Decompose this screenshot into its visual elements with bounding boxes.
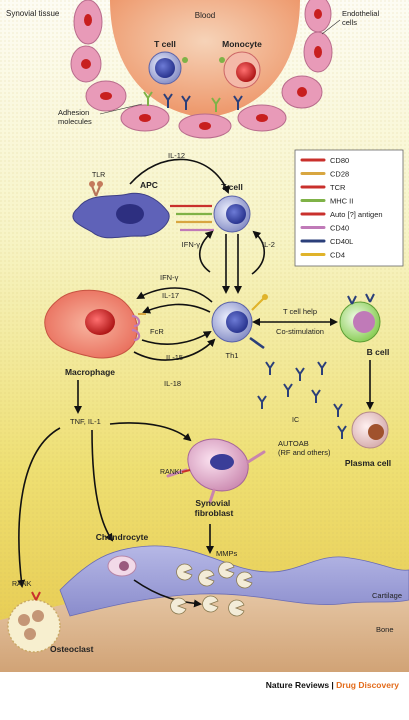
il15-arrow — [141, 330, 212, 345]
blood-t-cell-label: T cell — [154, 39, 176, 49]
t-cell-top — [213, 195, 251, 233]
macrophage-cell — [44, 289, 146, 359]
legend-item-cd80: CD80 — [300, 156, 349, 165]
legend-item-cd28: CD28 — [300, 170, 349, 179]
il18-label: IL-18 — [164, 379, 181, 388]
legend-item-tcr: TCR — [300, 183, 346, 192]
legend-label: CD40L — [330, 237, 353, 246]
legend-item-cd40l: CD40L — [300, 237, 353, 246]
synovial-tissue-label: Synovial tissue — [6, 9, 60, 18]
rank-label: RANK — [12, 581, 32, 588]
synovial-fibroblast-cell — [166, 438, 266, 504]
il15-label: IL-15 — [166, 353, 183, 362]
il2-loop-arrow — [251, 230, 266, 275]
diagram-canvas: Synovial tissue Blood Endothelial cells … — [0, 0, 409, 672]
cartilage-label: Cartilage — [372, 591, 402, 600]
tnf-to-fibroblast-arrow — [109, 422, 192, 442]
adhesion-label: Adhesion molecules — [58, 108, 92, 126]
co-stimulation-label: Co-stimulation — [276, 327, 324, 336]
fcr-label: FcR — [150, 327, 164, 336]
autoab-label: AUTOAB (RF and others) — [278, 439, 331, 457]
monocyte-cell — [219, 51, 261, 89]
legend-item-mhc-ii: MHC II — [300, 197, 353, 206]
footer-separator: | — [329, 680, 337, 690]
chondrocyte-cell — [107, 555, 137, 577]
il17-arrow — [142, 303, 211, 314]
legend-label: Auto [?] antigen — [330, 210, 383, 219]
blood-label: Blood — [195, 11, 215, 20]
plasma-cell — [351, 411, 389, 449]
th1-cell — [211, 294, 268, 350]
il2-label: IL-2 — [262, 240, 275, 249]
b-cell — [339, 293, 381, 343]
legend-label: CD80 — [330, 156, 349, 165]
plasma-cell-label: Plasma cell — [345, 458, 391, 468]
fibroblast-line-2: fibroblast — [195, 508, 234, 518]
il17-label: IL-17 — [162, 291, 179, 300]
adhesion-line-2: molecules — [58, 117, 92, 126]
legend-box — [294, 149, 404, 267]
chondrocyte-label: Chondrocyte — [96, 532, 149, 542]
bone-label: Bone — [376, 625, 394, 634]
rankl-label: RANKL — [160, 469, 183, 476]
adhesion-pointer — [99, 103, 143, 115]
t-cell-help-label: T cell help — [283, 307, 317, 316]
apc-cell — [72, 181, 170, 239]
t-cell-top-label: T cell — [221, 182, 243, 192]
antibodies — [257, 361, 347, 439]
il18-arrow — [133, 338, 216, 361]
endothelial-line-1: Endothelial — [342, 9, 379, 18]
tnf-il1-label: TNF, IL-1 — [70, 417, 101, 426]
endothelial-line-2: cells — [342, 18, 357, 27]
blood-t-cell — [148, 51, 188, 85]
macrophage-label: Macrophage — [65, 367, 115, 377]
cartilage-region — [59, 545, 409, 617]
synovial-fibroblast-label: Synovial fibroblast — [195, 498, 234, 518]
blood-vessel — [70, 0, 333, 139]
ifn-g-loop-label: IFN-γ — [182, 240, 201, 249]
mmps-label: MMPs — [216, 549, 237, 558]
fibroblast-line-1: Synovial — [195, 498, 230, 508]
adhesion-line-1: Adhesion — [58, 108, 89, 117]
section-name: Drug Discovery — [336, 680, 399, 690]
osteoclast-cell — [7, 591, 61, 653]
journal-name: Nature Reviews — [265, 680, 330, 690]
chondrocyte-arrow — [133, 579, 202, 608]
tnf-to-osteoclast-arrow — [17, 427, 61, 588]
legend-item-auto-antigen: Auto [?] antigen — [300, 210, 383, 219]
legend-label: CD28 — [330, 170, 349, 179]
ic-label: IC — [292, 417, 299, 424]
figure-footer: Nature Reviews | Drug Discovery — [0, 676, 409, 698]
legend-item-cd4: CD4 — [300, 251, 345, 260]
apc-label: APC — [140, 180, 158, 190]
ifn-g-arrow — [136, 287, 213, 303]
legend-label: MHC II — [330, 197, 353, 206]
autoab-line-2: (RF and others) — [278, 448, 331, 457]
endothelial-cells-label: Endothelial cells — [342, 9, 381, 27]
adhesion-molecules — [143, 91, 243, 112]
osteoclast-label: Osteoclast — [50, 644, 94, 654]
legend-label: CD4 — [330, 251, 345, 260]
footer-credit: Nature Reviews | Drug Discovery — [266, 680, 399, 690]
legend-label: CD40 — [330, 224, 349, 233]
legend-label: TCR — [330, 183, 346, 192]
il12-label: IL-12 — [168, 151, 185, 160]
ifn-g-left-label: IFN-γ — [160, 273, 179, 282]
tlr-label: TLR — [92, 172, 105, 179]
b-cell-label: B cell — [367, 347, 390, 357]
receptor-pairs — [170, 204, 214, 232]
tnf-to-chondrocyte-arrow — [91, 429, 114, 542]
endothelial-pointer — [321, 19, 341, 35]
autoab-line-1: AUTOAB — [278, 439, 309, 448]
legend-item-cd40: CD40 — [300, 224, 349, 233]
mmp-enzymes — [170, 561, 253, 617]
ifn-g-loop-arrow — [198, 230, 214, 273]
monocyte-label: Monocyte — [222, 39, 262, 49]
il12-arrow — [129, 158, 230, 194]
th1-label: Th1 — [226, 351, 239, 360]
